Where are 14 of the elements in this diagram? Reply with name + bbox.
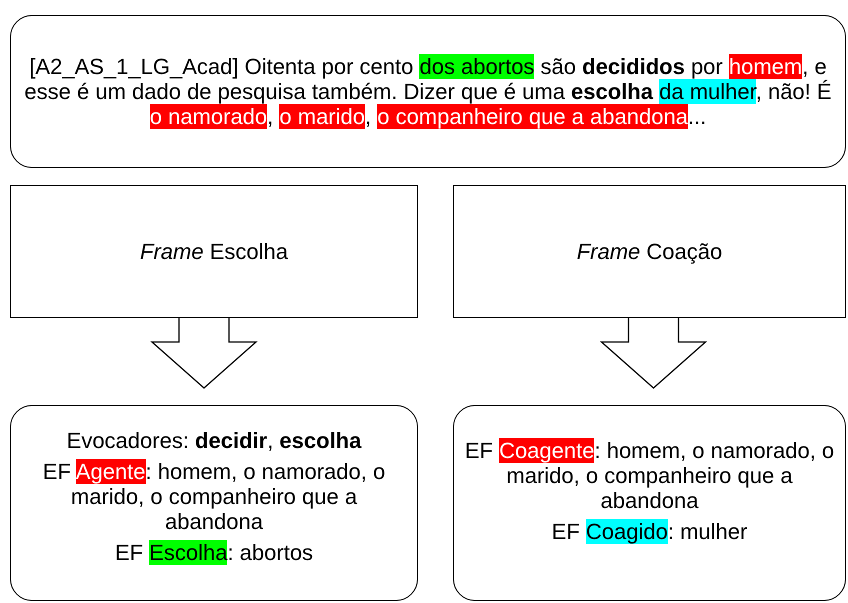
rounded-text-box bbox=[10, 405, 418, 601]
box-text: EF Agente: homem, o namorado, o marido, o companheiro que a abandona bbox=[42, 459, 386, 534]
box-text: Frame Escolha bbox=[140, 239, 288, 264]
block-arrow bbox=[600, 317, 708, 389]
rounded-text-box bbox=[453, 405, 846, 601]
box-text: Frame Coação bbox=[576, 239, 722, 264]
box-text: EF Coagente: homem, o namorado, o marido, o companheiro que a abandona bbox=[464, 438, 836, 513]
box-text: Evocadores: decidir, escolha bbox=[66, 428, 362, 453]
frame-box bbox=[453, 185, 846, 318]
box-text: EF Coagido: mulher bbox=[552, 519, 748, 544]
block-arrow bbox=[150, 317, 258, 389]
rounded-text-box bbox=[10, 15, 846, 168]
frame-box bbox=[10, 185, 418, 318]
box-text: [A2_AS_1_LG_Acad] Oitenta por cento dos abortos são decididos por homem, e esse é um dado de pesquisa também. Dizer que é uma escolha da mulher, não! É o namorado, o marido, o companheiro que a abandona... bbox=[23, 54, 833, 129]
